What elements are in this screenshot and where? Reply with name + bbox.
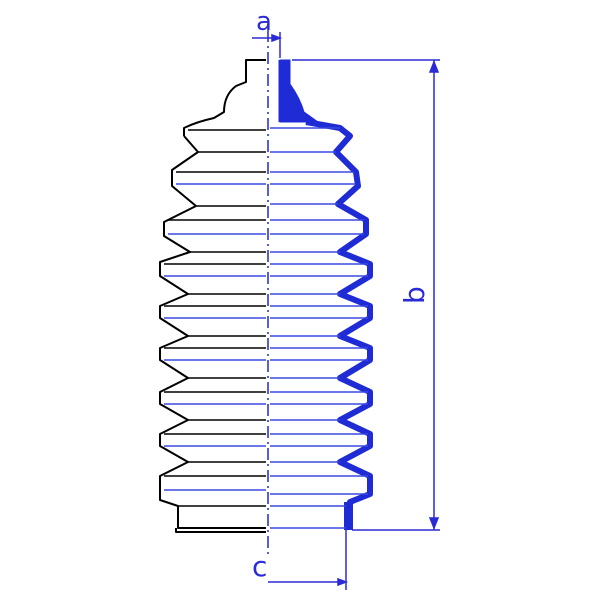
bellows-left-outline — [159, 59, 266, 533]
dimension-a — [252, 32, 283, 58]
dimension-b — [292, 59, 440, 531]
bellows-right-crease-lines — [270, 127, 368, 529]
dimension-c — [268, 530, 349, 590]
bellows-right-profile — [278, 59, 373, 530]
bellows-left-crease-lines — [164, 129, 266, 507]
dimension-b-label: b — [398, 286, 431, 304]
dimension-c-label: c — [252, 550, 267, 583]
dimension-a-label: a — [256, 7, 272, 37]
